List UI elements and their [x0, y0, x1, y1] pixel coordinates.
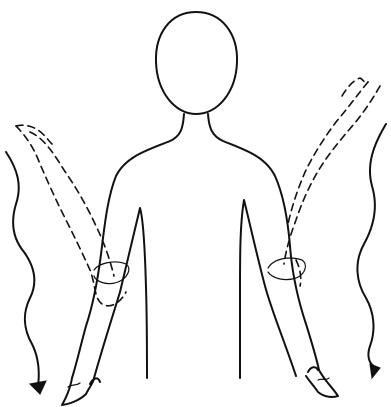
- left-hand: [62, 378, 94, 405]
- right-hand: [306, 370, 338, 397]
- right-dashed-forearm: [296, 260, 301, 286]
- right-thumb: [308, 367, 318, 372]
- body-outline-right: [208, 114, 319, 370]
- left-inner-arm-outline: [94, 208, 147, 378]
- right-dashed-arm-outer: [284, 86, 380, 264]
- right-elbow-ellipse: [268, 258, 305, 280]
- head-outline: [156, 12, 237, 114]
- right-motion-arrow-path: [357, 124, 386, 368]
- left-dashed-arm-outer: [16, 126, 126, 306]
- left-motion-arrowhead: [30, 381, 46, 394]
- body-outline-left: [72, 114, 184, 378]
- right-motion-arrowhead: [370, 364, 380, 378]
- left-motion-arrow-path: [6, 152, 39, 386]
- right-dashed-arm-inner: [288, 82, 368, 224]
- left-thumb: [90, 378, 100, 384]
